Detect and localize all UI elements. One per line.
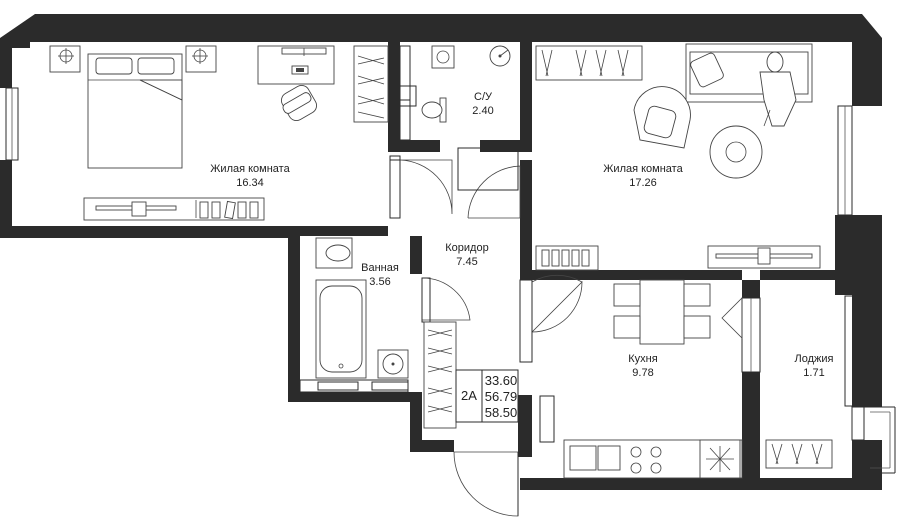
bathtub-icon [315, 279, 367, 379]
room-area-loggia: 1.71 [803, 367, 824, 379]
room-labels: Жилая комната 16.34 С/У 2.40 Жилая комна… [210, 91, 833, 379]
room-area-wc: 2.40 [472, 105, 493, 117]
room-name-kitchen: Кухня [628, 353, 657, 365]
room-name-living2: Жилая комната [603, 163, 683, 175]
stove-icon [630, 446, 662, 474]
bed-icon [87, 53, 183, 169]
desk-chair-icon [280, 84, 318, 122]
shelf-icon [765, 439, 833, 469]
wc-furniture [399, 45, 511, 141]
tv-stand-icon [83, 197, 265, 221]
living2-furniture [535, 43, 821, 271]
wardrobe-icon [353, 45, 389, 123]
walls [0, 14, 882, 490]
nightstand-left-icon [49, 45, 81, 73]
armchair-icon [633, 86, 691, 149]
toilet-icon [421, 97, 447, 123]
wardrobe-icon [535, 45, 643, 81]
apartment-area-total: 56.79 [485, 389, 518, 404]
wardrobe-icon [423, 321, 457, 429]
room-name-loggia: Лоджия [795, 353, 834, 365]
room-name-wc: С/У [474, 91, 493, 103]
apartment-info-box: 2А 33.60 56.79 58.50 [455, 369, 519, 423]
apartment-area-living: 33.60 [485, 373, 518, 388]
bedroom-furniture [49, 45, 389, 221]
sink-icon [377, 349, 409, 379]
bookshelf-icon [535, 245, 599, 271]
nightstand-right-icon [185, 45, 217, 73]
boiler-icon [431, 45, 455, 69]
wc-sink-icon [489, 45, 511, 67]
room-area-corridor: 7.45 [456, 256, 477, 268]
round-rug-icon [709, 125, 763, 179]
sofa-icon [685, 43, 813, 103]
room-name-living1: Жилая комната [210, 163, 290, 175]
person-icon [759, 51, 797, 127]
desk-icon [257, 45, 335, 85]
room-area-living2: 17.26 [629, 177, 657, 189]
fridge-icon [699, 439, 741, 479]
windows [5, 87, 896, 474]
kitchen-furniture [539, 279, 743, 479]
dining-table-icon [613, 279, 711, 345]
washing-machine-icon [315, 237, 353, 269]
doors [389, 147, 743, 517]
room-area-bath: 3.56 [369, 276, 390, 288]
bath-furniture [299, 237, 457, 429]
room-area-kitchen: 9.78 [632, 367, 653, 379]
room-name-bath: Ванная [361, 262, 399, 274]
loggia-furniture [765, 439, 833, 469]
tv-stand-icon [707, 245, 821, 269]
apartment-type: 2А [461, 388, 477, 403]
room-name-corridor: Коридор [445, 242, 488, 254]
apartment-area-with-loggia: 58.50 [485, 405, 518, 420]
room-area-living1: 16.34 [236, 177, 264, 189]
